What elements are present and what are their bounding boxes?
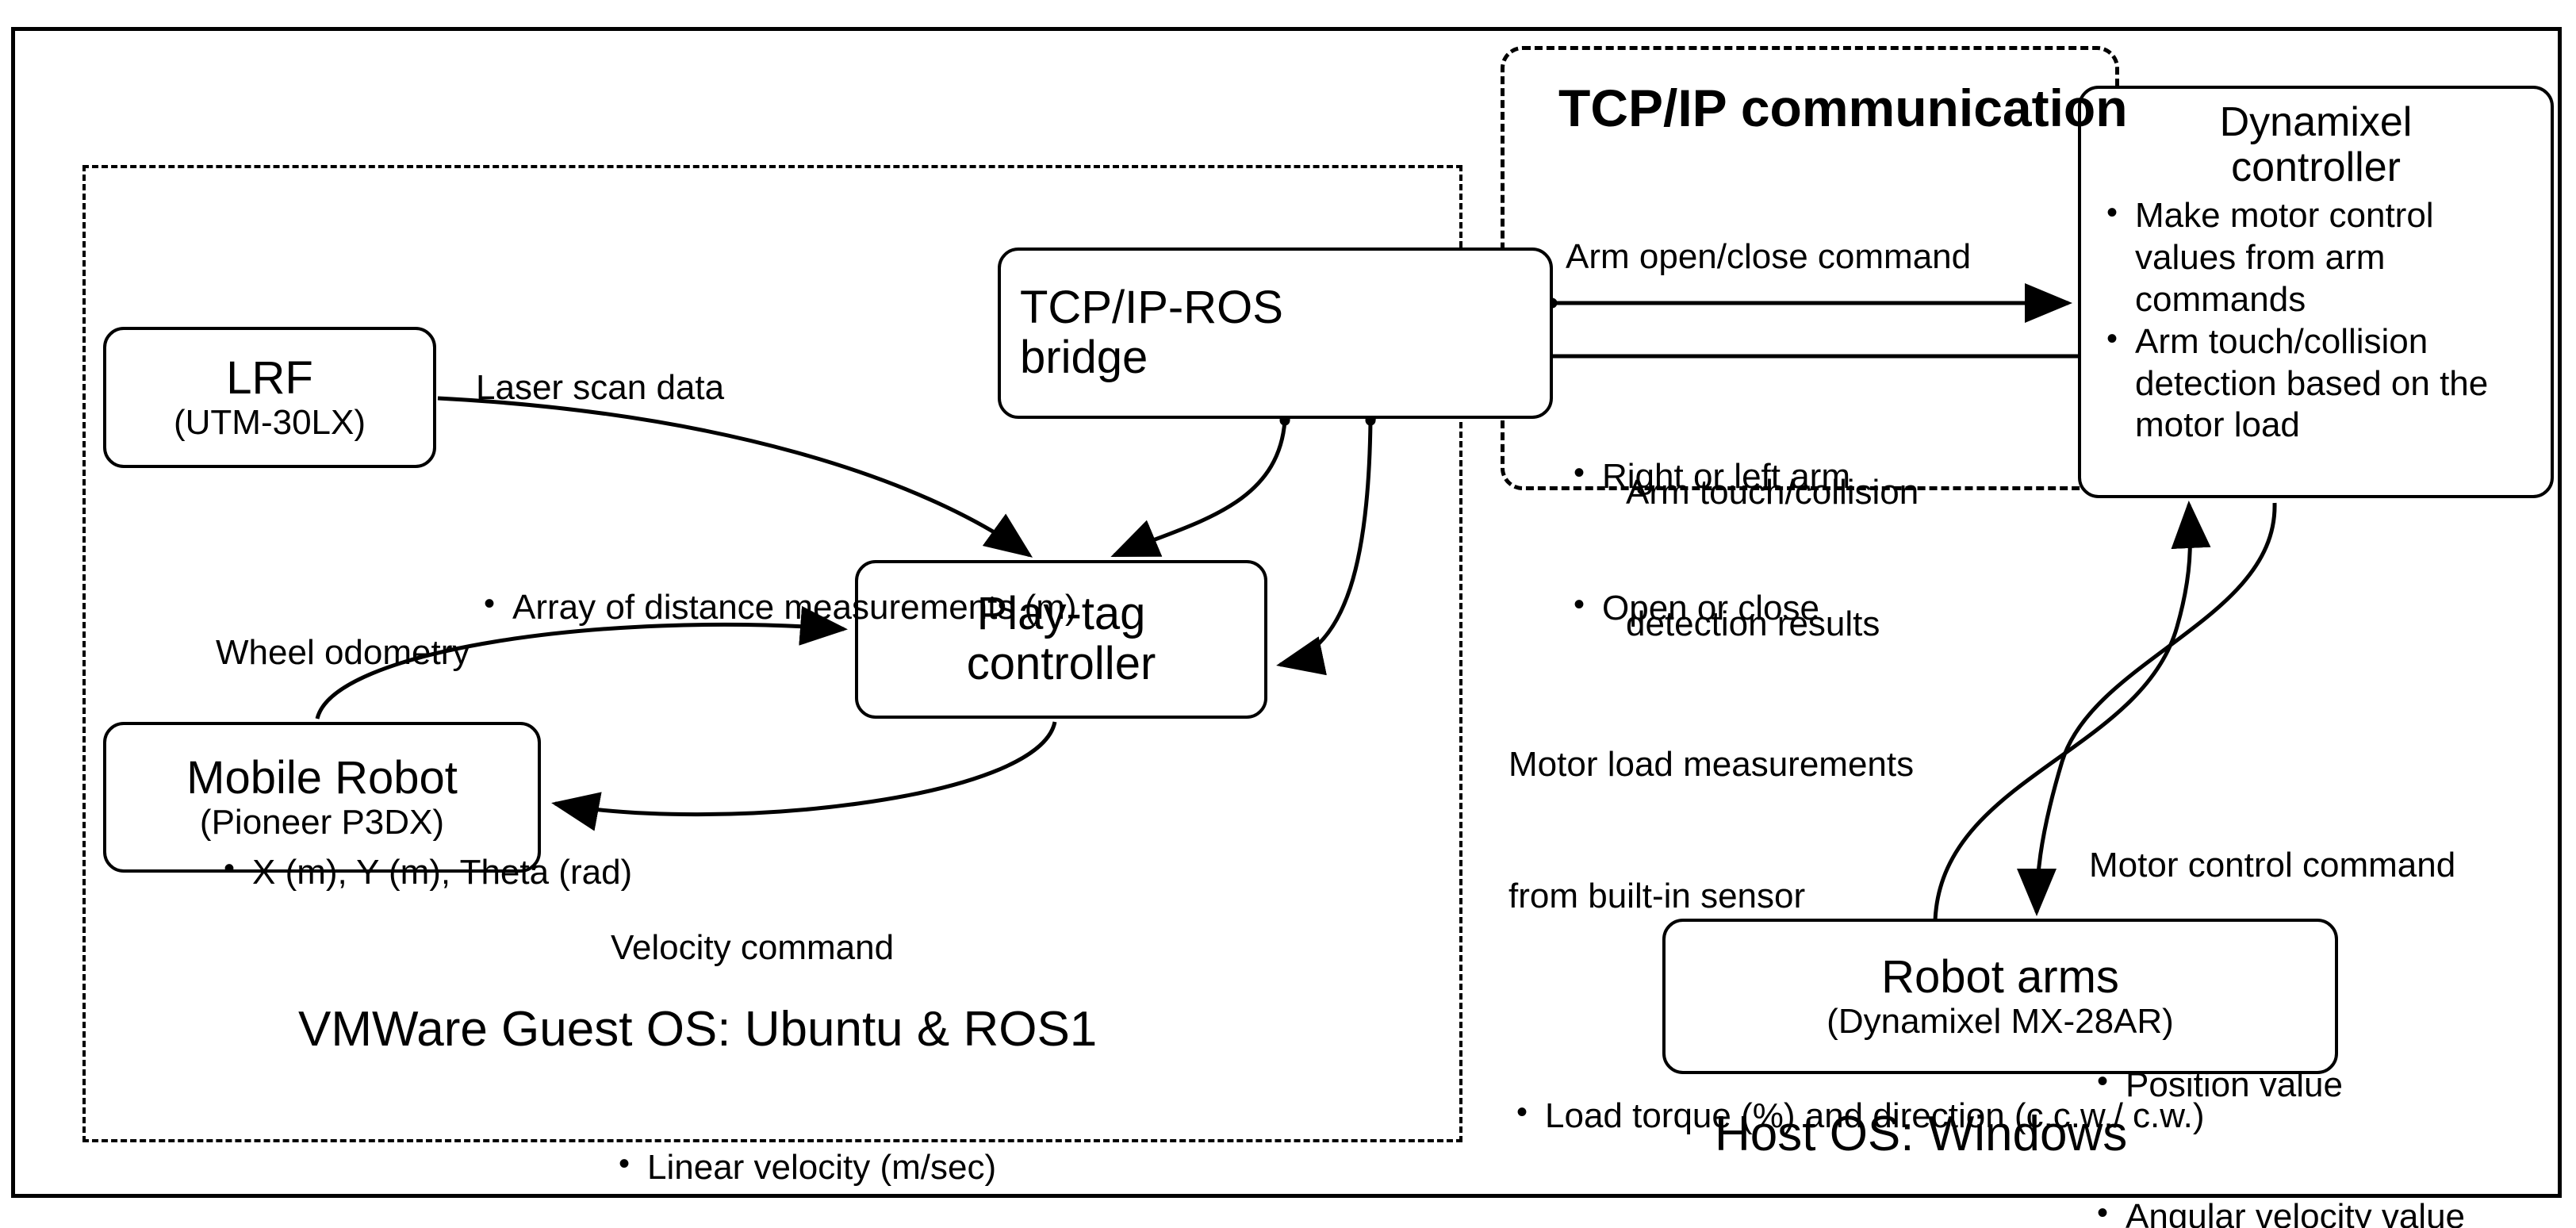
label-motor-load-line1: Motor load measurements [1508, 744, 1915, 784]
list-item: Right or left arm [1566, 453, 2089, 498]
guest-os-container-label: VMWare Guest OS: Ubuntu & ROS1 [298, 1002, 1098, 1057]
label-wheel-odometry: Wheel odometry X (m), Y (m), Theta (rad) [216, 543, 771, 1070]
node-mobile-robot[interactable]: Mobile Robot (Pioneer P3DX) [103, 722, 541, 873]
label-arm-open-close-heading: Arm open/close command [1566, 236, 1972, 276]
node-robot-arms-title: Robot arms [1881, 950, 2119, 1003]
label-motor-load: Motor load measurements from built-in se… [1508, 654, 2205, 1228]
node-playtag-controller[interactable]: Play-tag controller [855, 560, 1267, 719]
list-item: Linear velocity (m/sec) [611, 1144, 1213, 1189]
label-motor-control-heading: Motor control command [2089, 845, 2456, 885]
label-arm-open-close-bullets: Right or left arm Open or close [1566, 366, 2089, 719]
node-dynamixel-bullets: Make motor control values from arm comma… [2099, 194, 2533, 447]
label-arm-touch-results-line2: detection results [1626, 604, 1880, 644]
node-lrf[interactable]: LRF (UTM-30LX) [103, 327, 436, 468]
list-item: Position value [2089, 1061, 2565, 1107]
node-dynamixel-title-line2: controller [2231, 144, 2401, 191]
label-motor-control-bullets: Position value Angular velocity value [2089, 975, 2565, 1228]
label-laser-scan-heading: Laser scan data [476, 367, 725, 407]
label-arm-touch-results: Arm touch/collision detection results [1626, 382, 2070, 735]
tcp-ip-container-label: TCP/IP communication [1558, 79, 2128, 137]
label-laser-scan: Laser scan data Array of distance measur… [476, 278, 1077, 805]
node-dynamixel-controller[interactable]: Dynamixel controller Make motor control … [2078, 86, 2554, 498]
label-laser-scan-bullets: Array of distance measurements (m) [476, 497, 1077, 717]
node-mobile-robot-title: Mobile Robot [186, 751, 458, 804]
node-lrf-subtitle: (UTM-30LX) [173, 402, 366, 442]
label-motor-load-line2: from built-in sensor [1508, 877, 1806, 916]
label-motor-control: Motor control command Position value Ang… [2089, 755, 2565, 1228]
list-item: Array of distance measurements (m) [476, 584, 1077, 629]
node-dynamixel-title-line1: Dynamixel [2219, 99, 2413, 145]
node-playtag-title-line2: controller [966, 638, 1156, 689]
node-lrf-title: LRF [226, 351, 313, 404]
label-velocity-command-bullets: Linear velocity (m/sec) Angular velocity… [611, 1057, 1213, 1228]
label-wheel-odometry-heading: Wheel odometry [216, 632, 470, 672]
node-robot-arms[interactable]: Robot arms (Dynamixel MX-28AR) [1662, 919, 2338, 1074]
label-wheel-odometry-bullets: X (m), Y (m), Theta (rad) [216, 762, 771, 982]
guest-os-container [82, 165, 1462, 1142]
list-item: Make motor control values from arm comma… [2099, 194, 2533, 320]
list-item: Open or close [1566, 585, 2089, 630]
list-item: Arm touch/collision detection based on t… [2099, 320, 2533, 447]
label-velocity-command-heading: Velocity command [611, 927, 895, 967]
list-item: Angular velocity value [2089, 1193, 2565, 1228]
label-arm-open-close: Arm open/close command Right or left arm… [1566, 147, 2089, 807]
node-bridge-title-line1: TCP/IP-ROS [1020, 282, 1283, 334]
label-velocity-command: Velocity command Linear velocity (m/sec)… [611, 838, 1213, 1228]
node-bridge-title-line2: bridge [1020, 332, 1148, 383]
host-os-label: Host OS: Windows [1715, 1107, 2128, 1161]
label-arm-touch-results-line1: Arm touch/collision [1626, 472, 1919, 512]
list-item: X (m), Y (m), Theta (rad) [216, 849, 771, 894]
node-tcpip-ros-bridge[interactable]: TCP/IP-ROS bridge [998, 248, 1553, 419]
node-mobile-robot-subtitle: (Pioneer P3DX) [199, 802, 445, 842]
node-robot-arms-subtitle: (Dynamixel MX-28AR) [1827, 1001, 2174, 1041]
